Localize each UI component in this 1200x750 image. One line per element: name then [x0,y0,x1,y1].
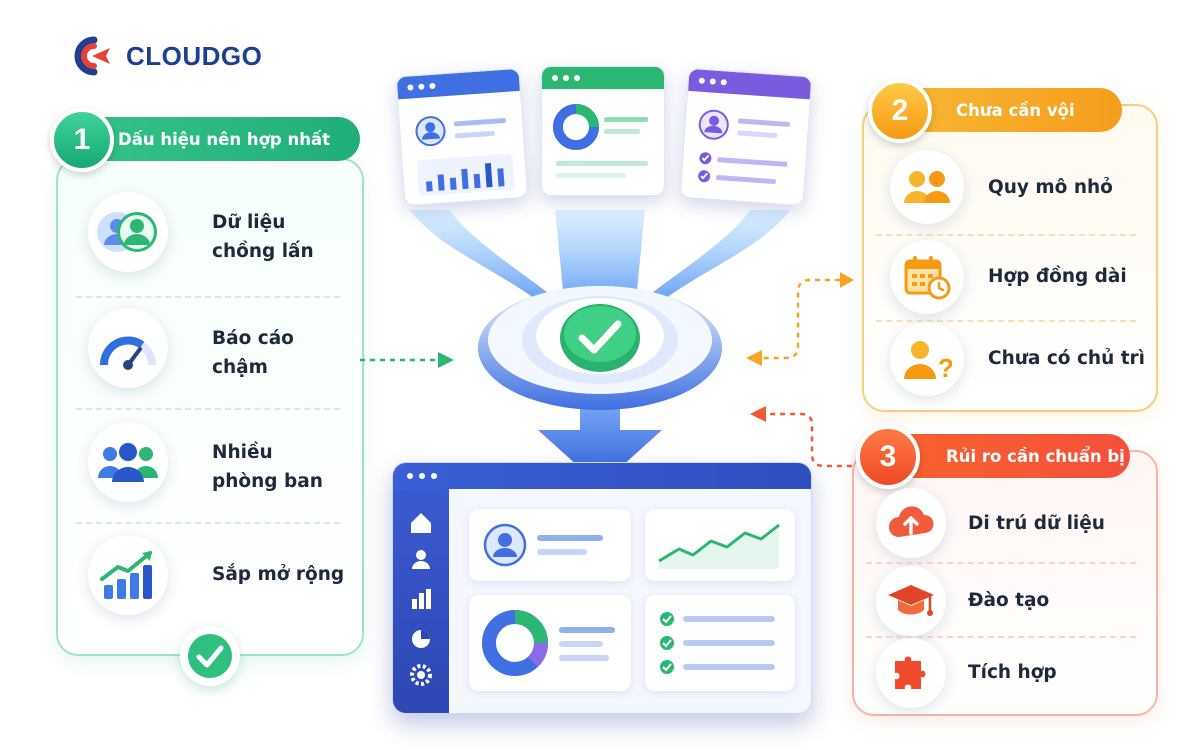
not-yet-number-badge: 2 [868,79,932,143]
not-yet-item-2-label: Hợp đồng dài [988,266,1127,287]
arrow-risks-to-hub [750,406,852,468]
divider [76,296,340,298]
not-yet-item-3-label: Chưa có chủ trì [988,348,1146,369]
contact-chart-icon [415,116,515,196]
divider [876,320,1136,322]
divider [76,408,340,410]
graduation-cap-icon [876,566,946,636]
dashboard-trend-card [645,509,795,581]
source-window-tasks [679,67,813,207]
donut-chart-icon [553,104,648,178]
team-icon [88,422,168,502]
speedometer-icon [88,308,168,388]
arrow-notyet-to-hub [746,272,854,366]
divider [876,234,1136,236]
user-question-icon: ? [890,322,964,396]
check-icon [188,634,232,678]
hub-check-icon [560,304,640,372]
svg-text:?: ? [938,353,952,381]
risks-header: Rủi ro cần chuẩn bị [886,434,1130,478]
risks-title: Rủi ro cần chuẩn bị [946,446,1125,466]
risks-item-1-label: Di trú dữ liệu [968,513,1105,534]
cloud-upload-icon [876,488,946,558]
unified-dashboard [392,462,812,714]
signs-title: Dấu hiệu nên hợp nhất [118,129,330,149]
dashboard-checklist-card [645,595,795,691]
pie-chart-icon[interactable] [412,630,430,648]
arrow-signs-to-hub [360,352,454,368]
not-yet-header: Chưa cần vội [896,88,1122,132]
overlapping-users-icon [88,192,168,272]
dashboard-contact-card [469,509,631,581]
two-users-icon [890,150,964,224]
divider [866,562,1136,564]
brand-name: CLOUDGO [126,40,263,71]
risks-item-2-label: Đào tạo [968,590,1050,611]
task-list-icon [698,109,791,185]
dashboard-donut-card [469,595,631,691]
not-yet-title: Chưa cần vội [956,100,1075,120]
not-yet-item-1-label: Quy mô nhỏ [988,177,1113,198]
brand-logo: CLOUDGO [70,36,262,76]
dashboard-sidebar [393,489,449,713]
growth-chart-icon [88,535,168,615]
risks-item-3-label: Tích hợp [968,662,1057,683]
settings-icon[interactable] [410,664,432,686]
divider [76,522,340,524]
cloudgo-logo-icon [74,36,110,76]
dashboard-titlebar [393,463,811,489]
bar-chart-icon[interactable] [412,589,431,609]
puzzle-icon [876,638,946,708]
source-window-contacts [395,67,529,207]
user-icon[interactable] [412,550,430,569]
home-icon[interactable] [411,513,431,533]
risks-number-badge: 3 [856,425,920,489]
source-window-analytics [541,66,665,196]
signs-item-4-label: Sắp mở rộng [212,564,345,585]
signs-number-badge: 1 [50,108,114,172]
calendar-clock-icon [890,240,964,314]
check-badge [180,626,240,686]
divider [866,636,1136,638]
